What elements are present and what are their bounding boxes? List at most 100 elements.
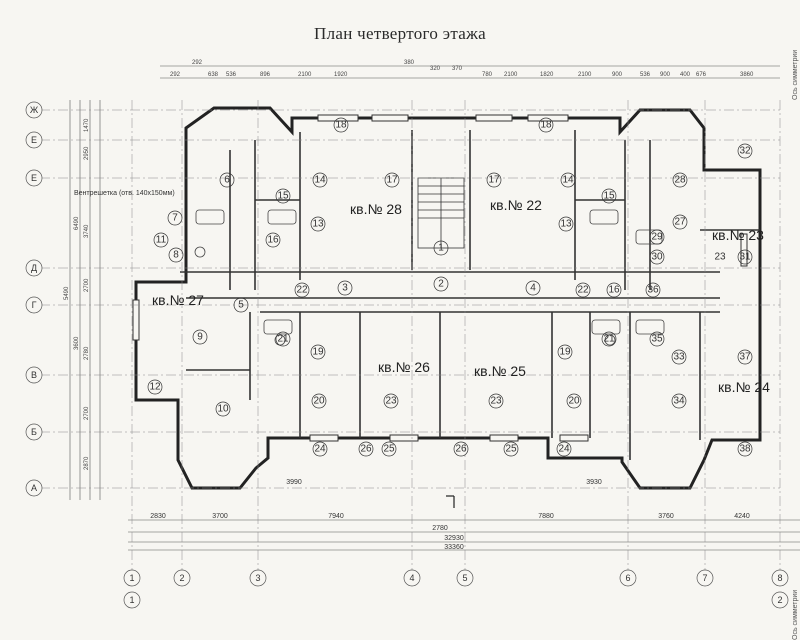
bottom-dimensions: 3990 3930 2830 3700 7940 7880 3760 4240 … — [150, 479, 750, 551]
axis-lines — [40, 100, 781, 570]
room-number: 19 — [559, 347, 571, 358]
dim-text: 896 — [260, 72, 271, 78]
room-number: 20 — [313, 396, 325, 407]
dim-text: 676 — [696, 72, 707, 78]
staircase — [417, 177, 465, 249]
dim-text: 900 — [660, 72, 671, 78]
room-number: 17 — [488, 175, 500, 186]
room-number: 19 — [312, 347, 324, 358]
row-axis-label: Ж — [30, 105, 39, 115]
column-axis-markers — [123, 569, 789, 609]
column-axis-label: 7 — [702, 573, 707, 583]
column-axis-label: 8 — [777, 573, 782, 583]
room-number: 27 — [674, 217, 686, 228]
dim-text: 7880 — [538, 513, 554, 520]
row-axis-label: В — [31, 370, 37, 380]
symmetry-axis-note: Ось симметрии — [792, 590, 799, 640]
room-number: 13 — [312, 219, 324, 230]
column-axis-label: 1 — [129, 573, 134, 583]
dim-text: 2700 — [84, 406, 90, 420]
dim-text: 1920 — [334, 72, 348, 78]
dim-text: 320 — [430, 66, 441, 72]
apartment-label: кв.№ 22 — [490, 197, 542, 213]
room-number: 1 — [438, 243, 444, 254]
room-number: 20 — [568, 396, 580, 407]
dim-text: 2780 — [84, 346, 90, 360]
room-number: 37 — [739, 352, 751, 363]
room-number: 28 — [674, 175, 686, 186]
dim-text: 780 — [482, 72, 493, 78]
dim-text: 2100 — [504, 72, 518, 78]
room-number: 32 — [739, 146, 751, 157]
dim-text: 4240 — [734, 513, 750, 520]
interior-walls — [180, 130, 760, 460]
room-numbers: 1 2 3 4 5 6 7 8 9 10 11 12 13 13 14 14 1… — [149, 120, 751, 455]
dim-text: 400 — [680, 72, 691, 78]
dim-text: 2950 — [84, 146, 90, 160]
dim-text: 3740 — [84, 224, 90, 238]
dim-text: 2700 — [84, 278, 90, 292]
column-axis-label: 2 — [179, 573, 184, 583]
room-number: 24 — [558, 444, 570, 455]
dim-text: 900 — [612, 72, 623, 78]
column-axis-label: 3 — [255, 573, 260, 583]
dim-text: 370 — [452, 66, 463, 72]
dim-text: 3930 — [586, 479, 602, 486]
dim-text: 1470 — [84, 118, 90, 132]
room-number: 16 — [267, 235, 279, 246]
dim-text: 6490 — [74, 216, 80, 230]
room-number: 23 — [385, 396, 397, 407]
room-number: 38 — [739, 444, 751, 455]
room-number: 25 — [383, 444, 395, 455]
room-number: 7 — [172, 213, 178, 224]
room-number: 33 — [673, 352, 685, 363]
dim-text: 536 — [226, 72, 237, 78]
room-number: 2 — [438, 279, 444, 290]
column-axis-label: 1 — [129, 595, 134, 605]
room-number: 10 — [217, 404, 229, 415]
dim-text: 2870 — [84, 456, 90, 470]
apartment-label: кв.№ 26 — [378, 359, 430, 375]
dim-text: 536 — [640, 72, 651, 78]
room-number: 18 — [540, 120, 552, 131]
apartment-label: кв.№ 27 — [152, 292, 204, 308]
room-number: 16 — [608, 285, 620, 296]
room-number: 11 — [156, 235, 167, 246]
dim-text: 3860 — [740, 72, 754, 78]
row-axis-label: Г — [32, 300, 37, 310]
room-number: 18 — [335, 120, 347, 131]
dim-text: 32930 — [444, 535, 464, 542]
apartment-label: кв.№ 25 — [474, 363, 526, 379]
column-axis-label: 5 — [462, 573, 467, 583]
row-axis-label: Е — [31, 135, 37, 145]
row-axis-markers — [25, 101, 43, 497]
room-number: 14 — [562, 175, 574, 186]
room-number: 26 — [455, 444, 467, 455]
room-number: 14 — [314, 175, 326, 186]
vent-grille-label: Вентрешетка (отв. 140х150мм) — [74, 190, 175, 197]
column-axis-label: 4 — [409, 573, 414, 583]
room-number: 36 — [647, 285, 659, 296]
room-number: 15 — [603, 191, 615, 202]
dim-text: 292 — [192, 60, 203, 66]
dim-text: 33360 — [444, 544, 464, 551]
apartment-label: кв.№ 24 — [718, 379, 770, 395]
room-number: 29 — [651, 232, 663, 243]
dim-text: 2100 — [578, 72, 592, 78]
dim-text: 2100 — [298, 72, 312, 78]
dim-text: 638 — [208, 72, 219, 78]
room-number: 22 — [577, 285, 589, 296]
section-mark — [446, 495, 455, 508]
room-number: 34 — [673, 396, 685, 407]
dim-text: 380 — [404, 60, 415, 66]
dim-text: 3990 — [286, 479, 302, 486]
top-dimensions: 292 292 638 536 896 2100 1920 380 320 37… — [170, 60, 754, 78]
row-axis-label: А — [31, 483, 37, 493]
room-number: 3 — [342, 283, 348, 294]
dim-text: 2780 — [432, 525, 448, 532]
bathroom-fixtures — [194, 209, 665, 346]
apartment-label: кв.№ 23 — [712, 227, 764, 243]
row-axis-label: Б — [31, 427, 37, 437]
room-number: 9 — [197, 332, 203, 343]
